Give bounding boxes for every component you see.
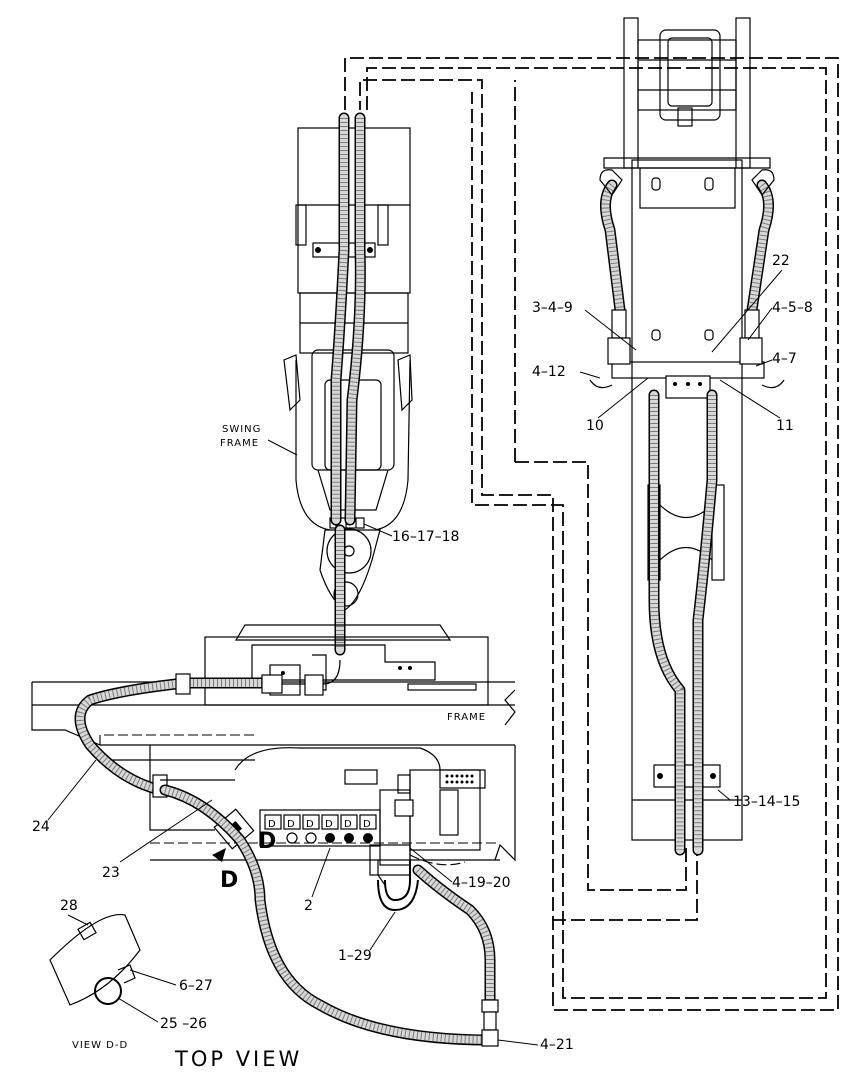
view-d-d-label: VIEW D-D [72, 1040, 128, 1051]
callout-4-5-8: 4–5–8 [772, 300, 813, 316]
callout-2: 2 [304, 898, 313, 914]
hose-23 [159, 784, 496, 1046]
frame-label: FRAME [447, 712, 486, 723]
callout-24: 24 [32, 819, 50, 835]
callout-1-29: 1–29 [338, 948, 372, 964]
callout-23: 23 [102, 865, 120, 881]
stick-hoses [589, 169, 785, 856]
callout-4-19-20: 4–19–20 [452, 875, 511, 891]
valve-mark-1: D [268, 819, 277, 830]
dashed-hose-routes [344, 57, 839, 1011]
callout-16-17-18: 16–17–18 [392, 529, 459, 545]
hose-4-21 [412, 864, 499, 1047]
top-view-title: TOP VIEW [174, 1047, 302, 1071]
stick-assembly [603, 17, 771, 841]
boom-hoses [330, 112, 366, 656]
callout-28: 28 [60, 898, 78, 914]
callout-25-26: 25 –26 [160, 1016, 207, 1032]
swing-frame-label-2: FRAME [220, 438, 259, 449]
valve-mark-4: D [325, 819, 334, 830]
callout-22: 22 [772, 253, 790, 269]
callout-4-21: 4–21 [540, 1037, 574, 1053]
valve-mark-5: D [344, 819, 353, 830]
callout-13-14-15: 13–14–15 [733, 794, 800, 810]
valve-mark-3: D [306, 819, 315, 830]
swing-frame-label-1: SWING [222, 424, 261, 435]
section-marker-d-upper: D [258, 829, 276, 854]
view-d-d-detail [49, 913, 141, 1006]
callout-10: 10 [586, 418, 604, 434]
valve-mark-2: D [287, 819, 296, 830]
valve-sections [264, 814, 377, 830]
callout-4-12: 4–12 [532, 364, 566, 380]
valve-mark-6: D [363, 819, 372, 830]
callout-4-7: 4–7 [772, 351, 797, 367]
callout-11: 11 [776, 418, 794, 434]
valve-ports [286, 832, 373, 844]
callout-3-4-9: 3–4–9 [532, 300, 573, 316]
hose-1-29 [377, 860, 419, 912]
callout-6-27: 6–27 [179, 978, 213, 994]
section-marker-d-lower: D [220, 868, 238, 893]
